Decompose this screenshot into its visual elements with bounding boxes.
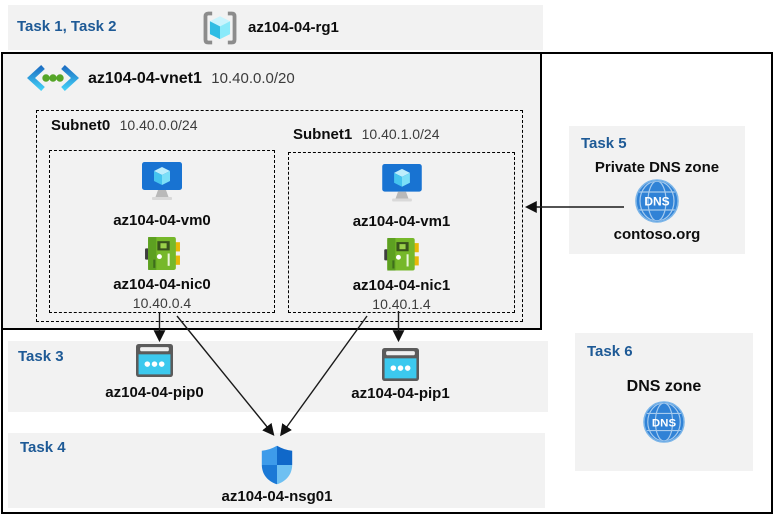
outer-frame [1,52,773,514]
pip0-name: az104-04-pip0 [105,384,204,401]
subnet0-label: Subnet0 10.40.0.0/24 [51,117,198,135]
task5-box: Task 5 Private DNS zone DNS contoso.org [569,126,745,254]
nic1-name: az104-04-nic1 [352,277,451,294]
dns-zone-title: DNS zone [626,378,702,395]
resource-group-name: az104-04-rg1 [248,19,339,36]
task4-label: Task 4 [20,439,66,456]
vnet-box: az104-04-vnet1 10.40.0.0/20 Subnet0 10.4… [3,54,542,330]
vnet-icon [27,65,79,91]
task6-label: Task 6 [587,343,633,360]
address-space-dashed-box: Subnet0 10.40.0.0/24 Subnet1 10.40.1.0/2… [36,110,523,322]
task5-label: Task 5 [581,135,627,152]
dns-zone-icon: DNS [643,401,685,443]
subnet0-cidr: 10.40.0.0/24 [119,117,198,133]
private-dns-zone-title: Private DNS zone [594,159,720,176]
subnet1-label: Subnet1 10.40.1.0/24 [293,126,440,144]
private-dns-badge-text: DNS [644,195,669,209]
subnet0-box: az104-04-vm0 az104-04-nic0 10.40.0.4 [49,150,275,313]
resource-group-icon [203,11,237,45]
vm1-icon [381,163,422,202]
vnet-name: az104-04-vnet1 [88,70,202,87]
nsg-name: az104-04-nsg01 [221,488,333,505]
subnet1-name: Subnet1 [293,126,353,143]
nic0-icon [144,237,180,270]
subnet0-name: Subnet0 [51,117,111,134]
vm0-name: az104-04-vm0 [113,212,211,229]
task6-box: Task 6 DNS zone DNS [575,333,753,471]
pip1-group: az104-04-pip1 [338,348,463,402]
dns-zone-badge-text: DNS [652,417,677,429]
nic1-icon [384,238,419,271]
vm0-icon [142,162,182,200]
header-task-label: Task 1, Task 2 [17,18,117,35]
pip0-group: az104-04-pip0 [92,344,217,401]
subnet1-cidr: 10.40.1.0/24 [361,126,440,142]
nic0-ip: 10.40.0.4 [132,295,192,311]
nic1-ip: 10.40.1.4 [372,296,431,312]
vnet-title: az104-04-vnet1 10.40.0.0/20 [88,70,295,88]
pip0-icon [136,344,173,377]
vnet-cidr: 10.40.0.0/20 [211,70,295,87]
private-dns-zone-name: contoso.org [613,226,701,243]
header-band: Task 1, Task 2 az104-04-rg1 [8,5,543,50]
task3-label: Task 3 [18,348,64,365]
pip1-icon [382,348,419,381]
nsg-group: az104-04-nsg01 [217,445,337,505]
vm1-name: az104-04-vm1 [352,213,451,231]
task3-band: Task 3 [8,341,548,412]
pip1-name: az104-04-pip1 [351,385,450,402]
nsg-icon [261,445,293,485]
nic0-name: az104-04-nic0 [113,276,211,293]
private-dns-zone-icon: DNS [635,179,679,223]
subnet1-box: az104-04-vm1 az104-04-nic1 10.40.1.4 [288,152,515,313]
